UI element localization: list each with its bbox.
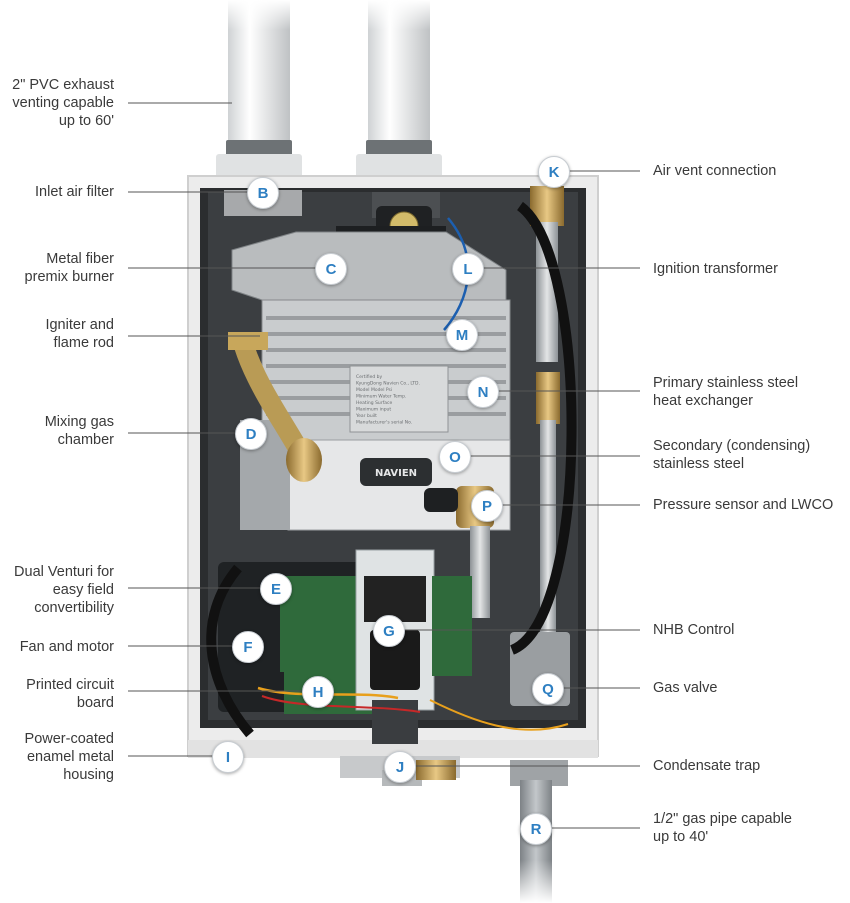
callout-badge-o: O: [439, 441, 471, 473]
plate-line: KyungDong Navien Co., LTD.: [356, 381, 420, 387]
leader-lines: [128, 102, 640, 829]
callout-badge-q: Q: [532, 673, 564, 705]
plate-line: Model Model Psi: [356, 387, 392, 393]
callout-badge-e: E: [260, 573, 292, 605]
callout-badge-n: N: [467, 376, 499, 408]
wiring: [206, 201, 577, 738]
callout-badge-i: I: [212, 741, 244, 773]
callout-badge-c: C: [315, 253, 347, 285]
callout-label-e: Dual Venturi for easy field convertibili…: [14, 564, 114, 616]
callout-label-f: Fan and motor: [19, 639, 114, 655]
callout-label-j: Condensate trap: [653, 758, 761, 774]
callout-badge-j: J: [384, 751, 416, 783]
callout-label-d: Mixing gas chamber: [44, 414, 114, 448]
plate-line: Heating Surface: [356, 400, 392, 406]
callout-badge-d: D: [235, 418, 267, 450]
callout-label-g: NHB Control: [653, 622, 735, 638]
brand-logo: NAVIEN: [375, 468, 417, 479]
callout-label-b: Inlet air filter: [35, 184, 114, 200]
callout-label-r: 1/2" gas pipe capable up to 40': [653, 811, 792, 845]
pvc-pipes: [0, 0, 850, 178]
plate-line: Year built: [355, 413, 377, 419]
callout-label-c: Metal fiber premix burner: [24, 251, 114, 285]
plate-line: Certified by: [356, 374, 383, 380]
callout-badge-h: H: [302, 676, 334, 708]
callout-badge-p: P: [471, 490, 503, 522]
callout-label-h: Printed circuit board: [26, 677, 114, 711]
callout-label-d1: Igniter and flame rod: [45, 317, 114, 351]
callout-label-o: Secondary (condensing) stainless steel: [653, 438, 811, 472]
callout-badge-r: R: [520, 813, 552, 845]
callout-badge-m: M: [446, 319, 478, 351]
callout-label-a: 2" PVC exhaust venting capable up to 60': [12, 77, 114, 129]
callout-label-l: Ignition transformer: [653, 261, 778, 277]
callout-label-q: Gas valve: [653, 680, 718, 696]
callout-label-i: Power-coated enamel metal housing: [24, 731, 114, 783]
callout-badge-f: F: [232, 631, 264, 663]
plate-line: Manufacturer's serial No.: [356, 420, 412, 426]
callout-badge-b: B: [247, 177, 279, 209]
plate-line: Minimum Water Temp.: [356, 394, 406, 400]
callout-badge-k: K: [538, 156, 570, 188]
callout-label-k: Air vent connection: [653, 163, 777, 179]
plate-line: Maximum input: [356, 407, 391, 413]
callout-label-p: Pressure sensor and LWCO: [653, 497, 834, 513]
callout-badge-g: G: [373, 615, 405, 647]
callout-badge-l: L: [452, 253, 484, 285]
callout-label-n: Primary stainless steel heat exchanger: [653, 375, 799, 409]
